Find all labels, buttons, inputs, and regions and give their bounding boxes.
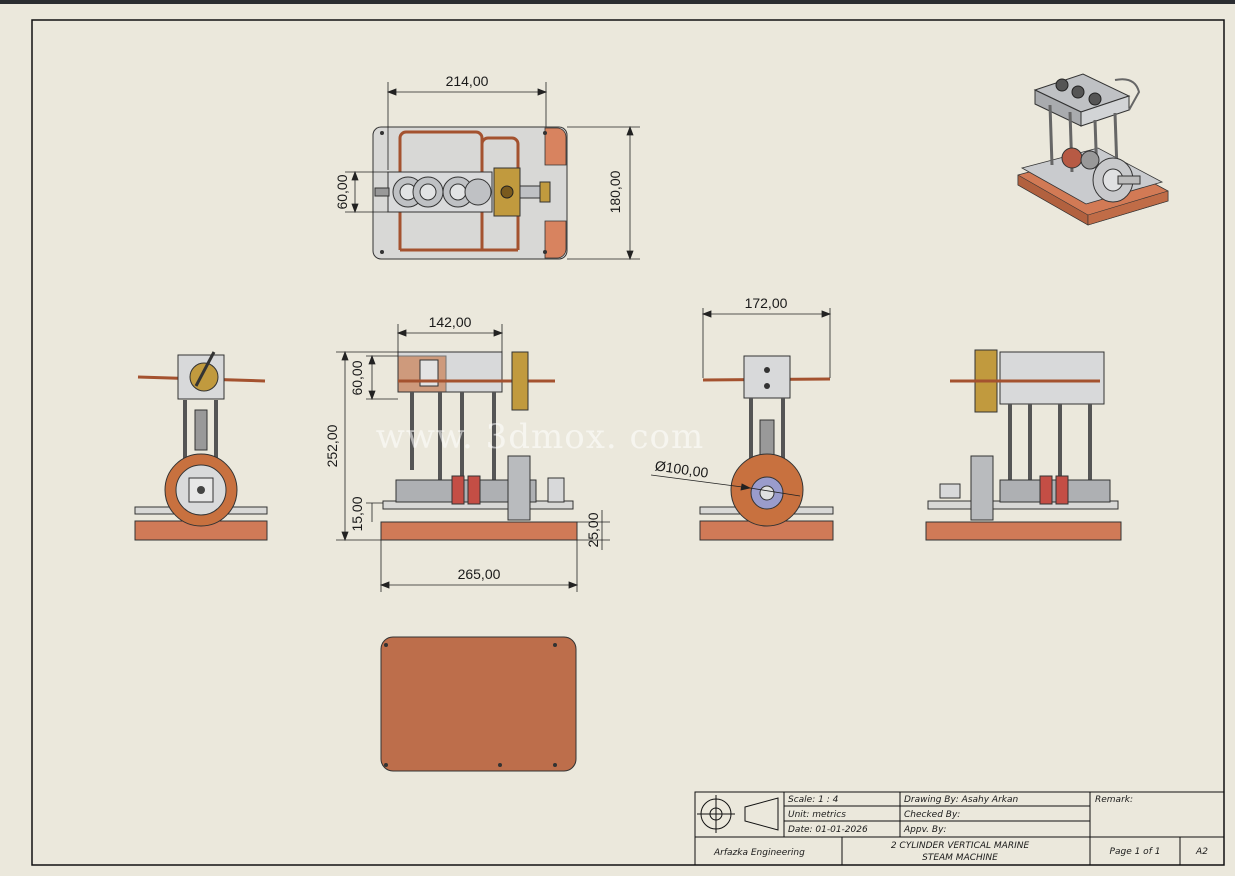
rear-view bbox=[925, 349, 1122, 541]
left-end-view bbox=[134, 351, 268, 541]
sheet-border bbox=[31, 19, 1225, 866]
sheet-size: A2 bbox=[1195, 847, 1208, 857]
drawing-title-line1: 2 CYLINDER VERTICAL MARINE bbox=[891, 841, 1030, 851]
dim-front-total-height: 252,00 bbox=[324, 424, 340, 467]
checked-by-label: Checked By: bbox=[904, 810, 960, 820]
right-end-view-dimensions bbox=[650, 308, 832, 497]
approved-by-label: Appv. By: bbox=[903, 825, 946, 835]
remark-label: Remark: bbox=[1095, 795, 1133, 805]
bottom-view-base bbox=[380, 636, 577, 772]
drawing-title-line2: STEAM MACHINE bbox=[922, 853, 998, 863]
unit-label: Unit: metrics bbox=[788, 810, 846, 820]
dim-top-width: 214,00 bbox=[446, 73, 489, 89]
title-block bbox=[694, 791, 1225, 866]
drawing-canvas: 214,00 60,00 180,00 bbox=[31, 19, 1225, 866]
dim-front-plinth: 25,00 bbox=[585, 512, 601, 547]
dim-front-base-width: 265,00 bbox=[458, 566, 501, 582]
drawn-by-label: Drawing By: Asahy Arkan bbox=[904, 795, 1019, 805]
date-label: Date: 01-01-2026 bbox=[788, 825, 868, 835]
projection-symbol-icon bbox=[697, 795, 779, 833]
watermark: www. 3dmox. com bbox=[376, 417, 705, 457]
isometric-view bbox=[1017, 73, 1169, 226]
top-view-dimensions bbox=[345, 82, 640, 261]
top-view bbox=[372, 126, 568, 260]
company-name: Arfazka Engineering bbox=[713, 848, 805, 858]
front-view-dimensions bbox=[336, 324, 610, 592]
dim-top-cylinder-height: 60,00 bbox=[334, 174, 350, 209]
scale-label: Scale: 1 : 4 bbox=[788, 795, 839, 805]
dim-flywheel-diameter: Ø100,00 bbox=[654, 457, 710, 480]
window-top-bar bbox=[0, 0, 1235, 4]
dim-top-depth: 180,00 bbox=[607, 170, 623, 213]
drawing-sheet: 214,00 60,00 180,00 bbox=[0, 4, 1235, 876]
page-number: Page 1 of 1 bbox=[1110, 847, 1161, 857]
dim-front-width: 142,00 bbox=[429, 314, 472, 330]
dim-front-base-height: 15,00 bbox=[349, 496, 365, 531]
dim-side-width: 172,00 bbox=[745, 295, 788, 311]
front-view bbox=[380, 351, 578, 541]
right-end-view bbox=[699, 355, 834, 541]
dim-front-cylinder-height: 60,00 bbox=[349, 360, 365, 395]
